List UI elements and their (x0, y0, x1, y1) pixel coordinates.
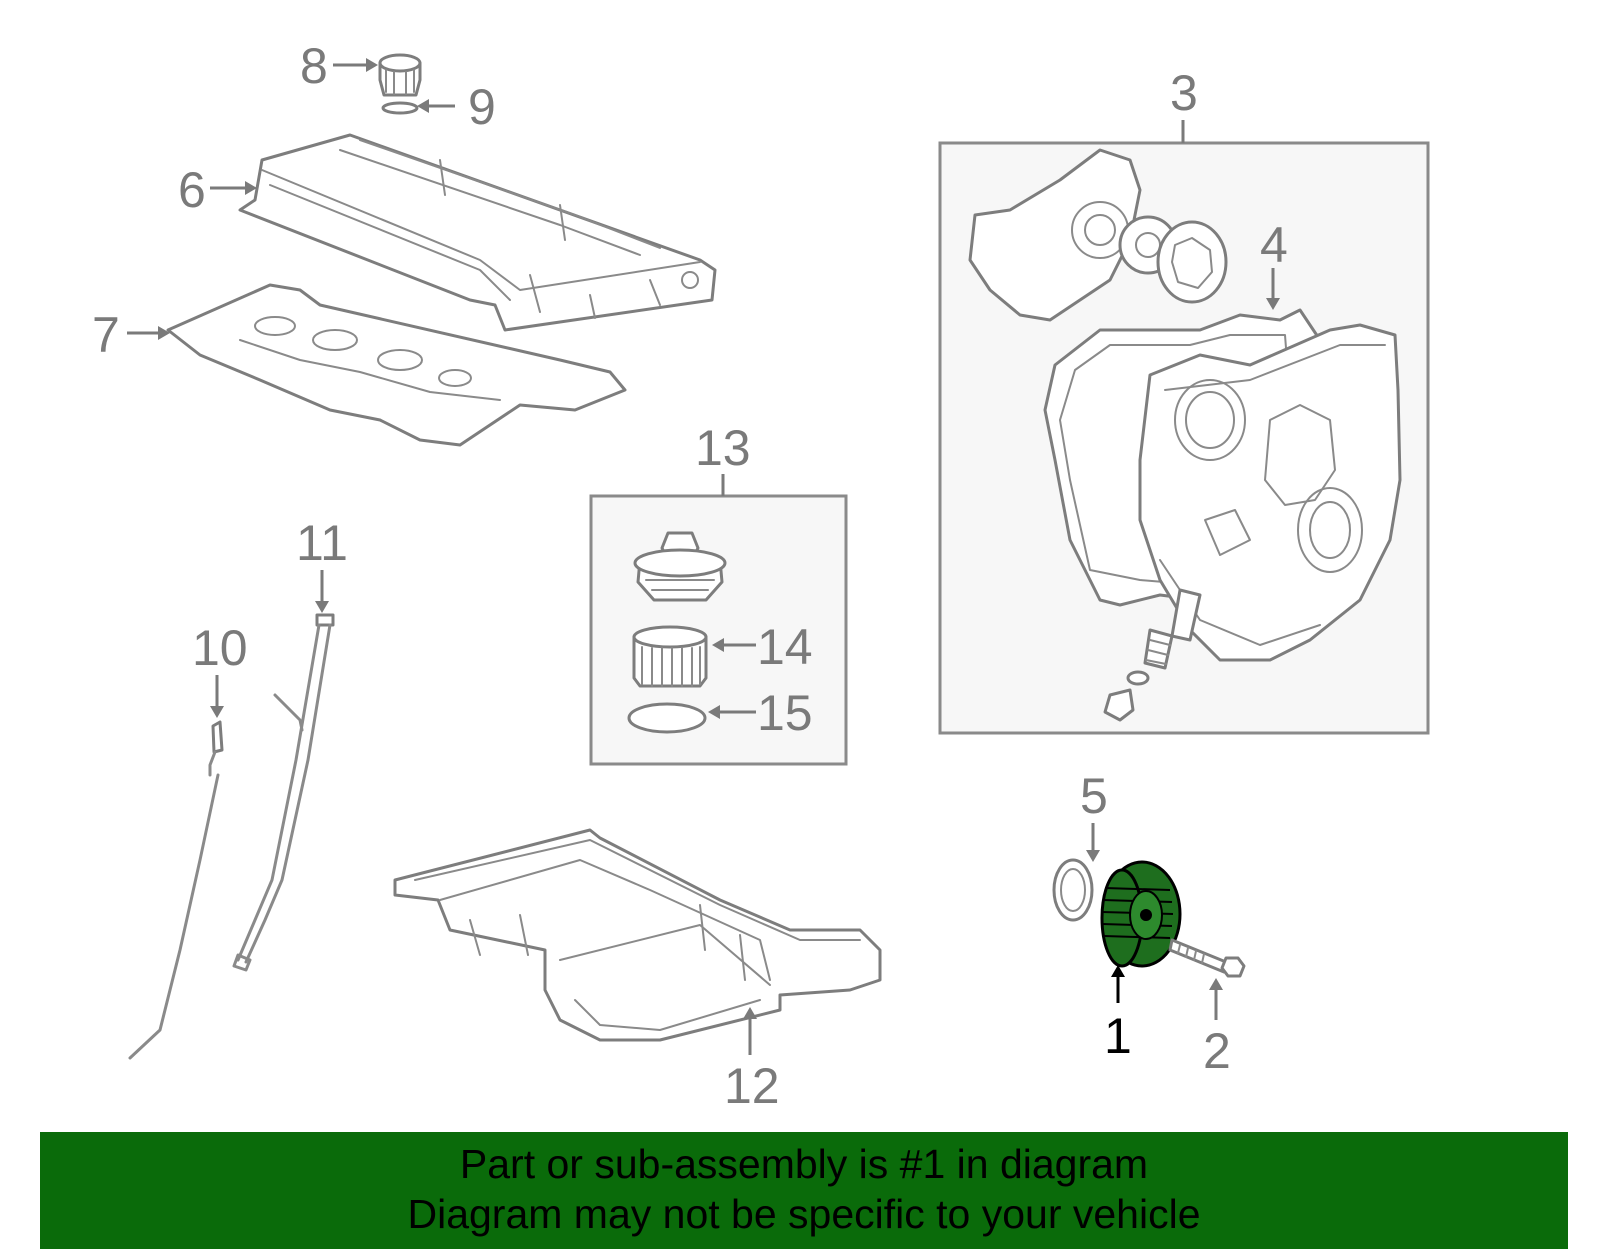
callout-3: 3 (1170, 65, 1198, 121)
oil-filter-element-part[interactable] (632, 625, 708, 688)
callout-4: 4 (1260, 217, 1288, 273)
crankshaft-seal-part[interactable] (1052, 858, 1094, 922)
callout-14: 14 (757, 619, 813, 675)
callout-13: 13 (695, 420, 751, 476)
timing-cover-part[interactable] (1138, 323, 1402, 662)
callout-7: 7 (92, 307, 120, 363)
oil-pump-cover-part[interactable] (968, 148, 1142, 322)
callout-9: 9 (468, 79, 496, 135)
banner-line-part-number: Part or sub-assembly is #1 in diagram (459, 1141, 1149, 1187)
oil-filter-housing-cap-part[interactable] (633, 531, 727, 602)
banner-line-disclaimer: Diagram may not be specific to your vehi… (407, 1191, 1201, 1237)
info-banner: Part or sub-assembly is #1 in diagram Di… (40, 1132, 1568, 1249)
callout-15: 15 (757, 685, 813, 741)
oil-pump-rotor-part[interactable] (1156, 220, 1228, 304)
oil-dipstick-part[interactable] (128, 720, 224, 1060)
oil-filter-seal-part[interactable] (627, 702, 707, 734)
filler-cap-seal-part[interactable] (381, 101, 419, 115)
crankshaft-pulley-part[interactable] (1100, 860, 1182, 968)
callout-8: 8 (300, 38, 328, 94)
callout-arrows (127, 58, 1280, 1055)
callout-1: 1 (1104, 1008, 1132, 1064)
oil-pan-part[interactable] (393, 828, 882, 1042)
valve-cover-part[interactable] (238, 133, 717, 332)
callout-12: 12 (724, 1058, 780, 1114)
callout-6: 6 (178, 162, 206, 218)
callout-10: 10 (192, 620, 248, 676)
oil-filler-cap-part[interactable] (378, 53, 422, 97)
callout-2: 2 (1203, 1023, 1231, 1079)
callout-11: 11 (296, 515, 348, 571)
pulley-bolt-part[interactable] (1168, 938, 1246, 978)
relief-valve-part[interactable] (1103, 588, 1202, 722)
callout-5: 5 (1080, 768, 1108, 824)
oil-dipstick-tube-part[interactable] (232, 613, 335, 972)
valve-cover-gasket-part[interactable] (166, 283, 627, 447)
